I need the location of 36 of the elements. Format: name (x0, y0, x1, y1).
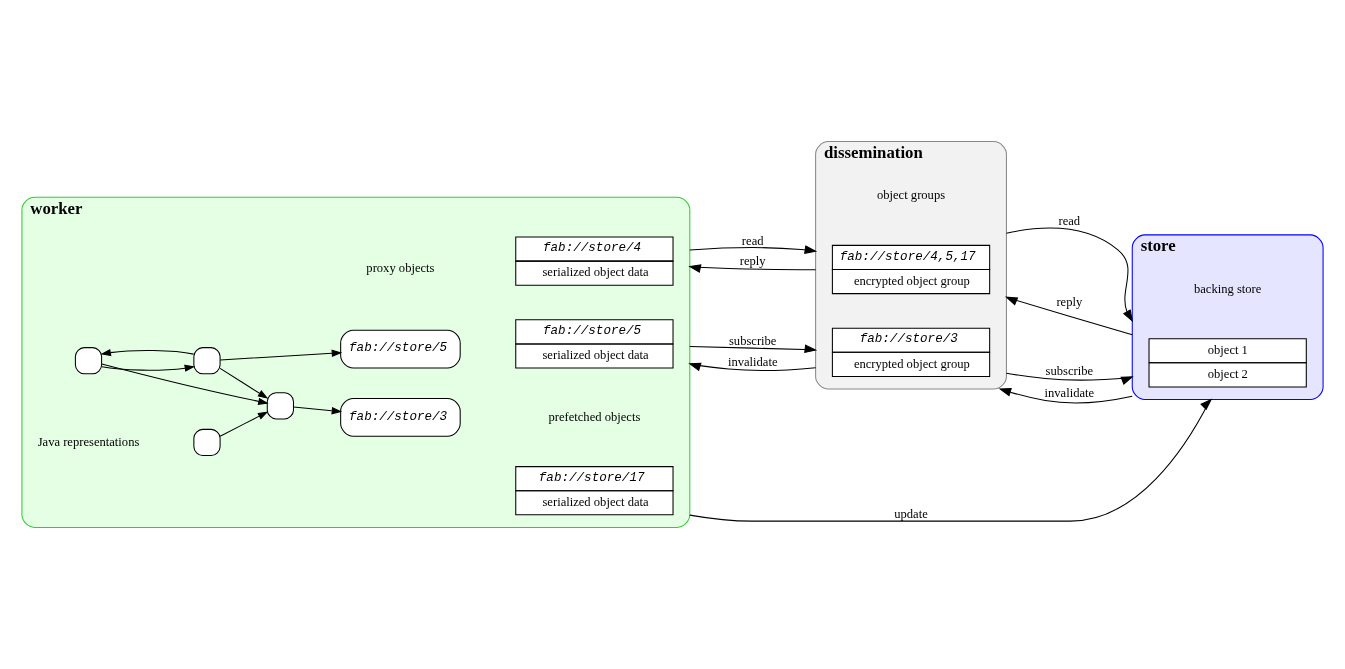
node-box (193, 347, 221, 375)
node-box (266, 392, 294, 420)
arrow (689, 344, 818, 354)
arrow (219, 411, 269, 437)
node-box: fab://store/3 (340, 397, 461, 437)
label: backing store (1193, 281, 1262, 296)
arrow (1004, 296, 1133, 336)
arrow (1005, 227, 1134, 323)
arrow (1005, 372, 1134, 385)
edge-label: subscribe (1045, 363, 1094, 378)
arrow (688, 362, 817, 372)
edge-label: reply (739, 253, 766, 268)
edge-label: read (1058, 214, 1081, 229)
arrow (219, 349, 343, 361)
arrow (219, 367, 269, 399)
arrow (101, 363, 269, 405)
edge-label: invalidate (1044, 385, 1095, 400)
node-box (193, 428, 221, 457)
label: prefetched objects (548, 409, 641, 424)
node-box: fab://store/5 (340, 329, 461, 369)
arrow (100, 348, 195, 357)
arrow (688, 264, 817, 273)
edge-label: read (741, 233, 764, 248)
arrow (101, 364, 196, 372)
arrow (689, 398, 1213, 522)
node-box (74, 347, 103, 375)
edge-label: update (894, 506, 928, 521)
edge-label: subscribe (728, 333, 777, 348)
arrow (293, 406, 343, 415)
label: proxy objects (366, 260, 435, 275)
arrow (998, 388, 1133, 404)
label: object groups (876, 188, 946, 203)
label: Java representations (37, 434, 140, 449)
edge-label: reply (1056, 294, 1083, 309)
edge-label: invalidate (727, 354, 778, 369)
arrow (689, 245, 818, 254)
